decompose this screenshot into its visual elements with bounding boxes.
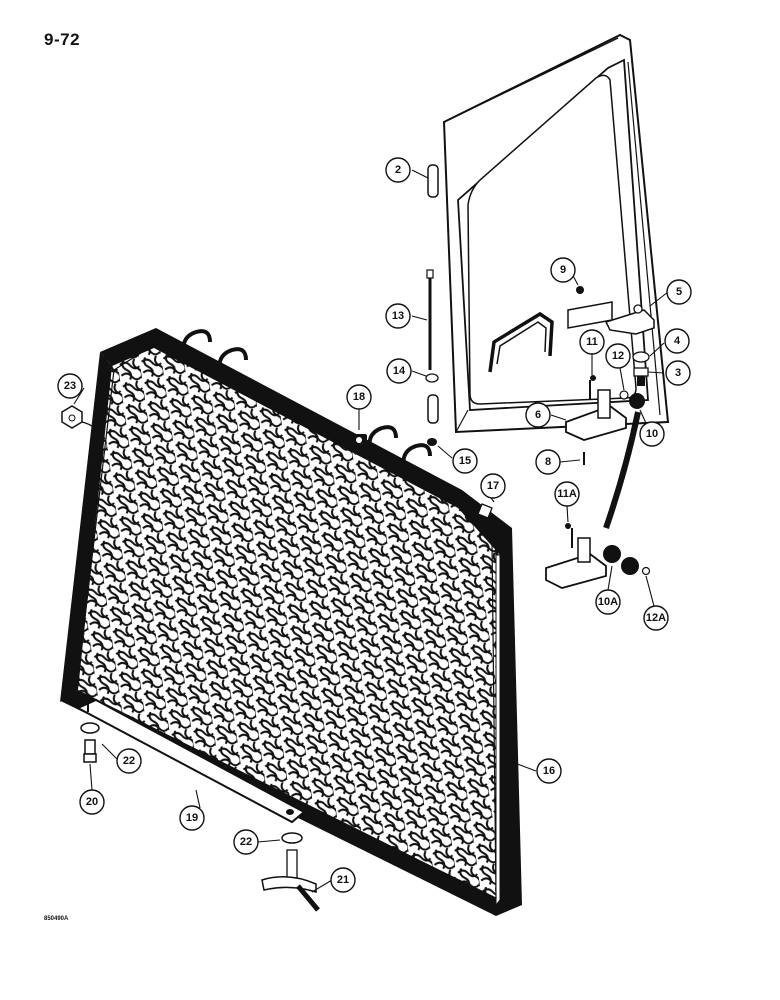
screen-guard xyxy=(60,328,522,916)
svg-text:15: 15 xyxy=(459,455,471,467)
svg-text:12: 12 xyxy=(612,350,624,362)
callout-11: 11 xyxy=(579,329,605,355)
callout-4: 4 xyxy=(664,328,690,354)
hinge-pin-upper xyxy=(427,164,439,198)
callout-8: 8 xyxy=(535,449,561,475)
knob-10a-rear xyxy=(603,545,621,563)
svg-text:10A: 10A xyxy=(598,596,618,608)
page-number: 9-72 xyxy=(44,30,81,49)
callout-3: 3 xyxy=(665,360,691,386)
hinge-pin-lower xyxy=(427,394,439,424)
screw xyxy=(576,286,584,294)
callout-16: 16 xyxy=(536,758,562,784)
svg-text:22: 22 xyxy=(123,755,135,767)
callout-13: 13 xyxy=(385,303,411,329)
svg-text:11A: 11A xyxy=(557,488,577,500)
fastener-21-22 xyxy=(261,832,320,912)
svg-text:3: 3 xyxy=(675,367,681,379)
door-frame xyxy=(425,33,670,446)
svg-text:11: 11 xyxy=(586,336,598,348)
svg-text:17: 17 xyxy=(487,480,499,492)
svg-text:22: 22 xyxy=(240,836,252,848)
callout-5: 5 xyxy=(666,279,692,305)
callout-21: 21 xyxy=(330,867,356,893)
svg-text:5: 5 xyxy=(676,286,682,298)
svg-text:10: 10 xyxy=(646,428,658,440)
leader-lines xyxy=(73,169,669,893)
svg-text:4: 4 xyxy=(674,335,681,347)
callout-22-upper: 22 xyxy=(116,748,142,774)
callout-19: 19 xyxy=(179,805,205,831)
svg-text:21: 21 xyxy=(337,874,349,886)
bolt-17 xyxy=(436,481,493,519)
door-handle xyxy=(488,311,554,373)
mount-hooks xyxy=(181,329,432,475)
callout-22-lower: 22 xyxy=(233,829,259,855)
svg-text:18: 18 xyxy=(353,391,365,403)
svg-text:12A: 12A xyxy=(646,612,666,624)
callout-15: 15 xyxy=(452,448,478,474)
figure-code: 850490A xyxy=(44,916,69,922)
callout-10A: 10A xyxy=(595,589,621,615)
callout-17: 17 xyxy=(480,473,506,499)
svg-text:23: 23 xyxy=(64,380,76,392)
svg-text:13: 13 xyxy=(392,310,404,322)
washer-4 xyxy=(632,351,650,363)
svg-text:16: 16 xyxy=(543,765,555,777)
latch-assembly xyxy=(565,351,650,529)
callout-9: 9 xyxy=(550,257,576,283)
svg-text:19: 19 xyxy=(186,812,198,824)
callout-10: 10 xyxy=(639,421,665,447)
callout-18: 18 xyxy=(346,384,372,410)
striker-plate xyxy=(604,304,655,335)
callout-2: 2 xyxy=(385,157,411,183)
callout-11A: 11A xyxy=(554,481,580,507)
callout-12: 12 xyxy=(605,343,631,369)
svg-text:20: 20 xyxy=(86,796,98,808)
callout-20: 20 xyxy=(79,789,105,815)
strap-19 xyxy=(75,694,306,824)
svg-text:14: 14 xyxy=(393,365,406,377)
hinge-bolt xyxy=(426,269,434,370)
svg-text:2: 2 xyxy=(395,164,401,176)
knob-10a-front xyxy=(621,557,639,575)
callout-23: 23 xyxy=(57,373,83,399)
svg-text:9: 9 xyxy=(560,264,566,276)
nut xyxy=(427,438,437,446)
svg-text:8: 8 xyxy=(545,456,551,468)
callout-14: 14 xyxy=(386,358,412,384)
fastener-20-22 xyxy=(80,722,100,763)
callout-6: 6 xyxy=(525,402,551,428)
nut-23 xyxy=(61,405,109,451)
knob-10 xyxy=(629,393,645,409)
alternate-latch xyxy=(545,523,651,589)
callout-12A: 12A xyxy=(643,605,669,631)
washer xyxy=(425,373,439,383)
nut-18 xyxy=(351,434,367,446)
svg-text:6: 6 xyxy=(535,409,541,421)
washer-12 xyxy=(619,390,629,400)
